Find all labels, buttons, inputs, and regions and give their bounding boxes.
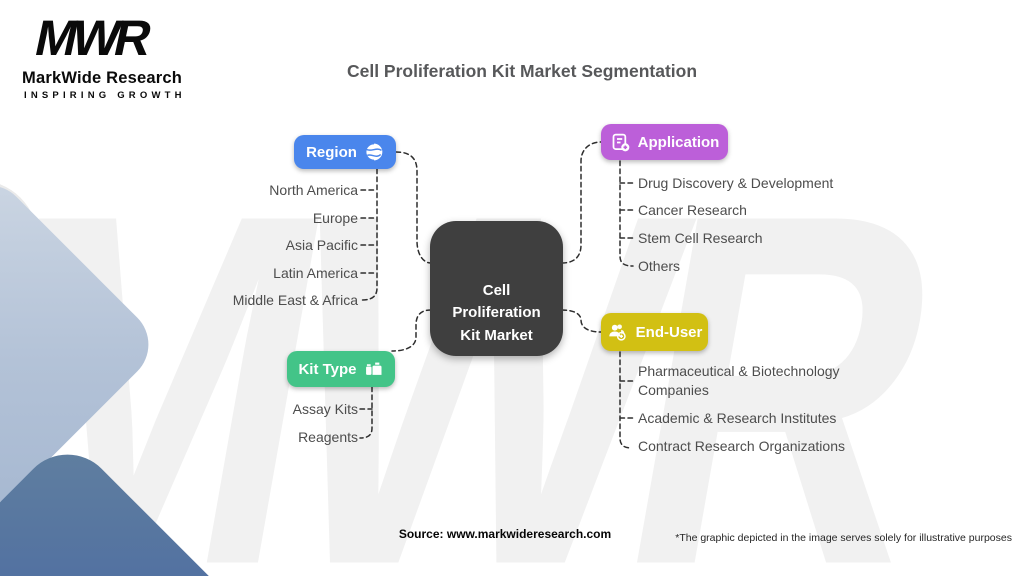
application-node: Application <box>601 124 728 160</box>
logo-mark: MWR <box>30 10 153 66</box>
markwide-logo: MWR MarkWide Research INSPIRING GROWTH <box>22 10 186 101</box>
source-text: Source: www.markwideresearch.com <box>398 527 612 541</box>
kit-type-item: Assay Kits <box>292 401 358 417</box>
application-item: Cancer Research <box>638 202 747 218</box>
end-user-item: Pharmaceutical & Biotechnology Companies <box>638 363 840 398</box>
region-item: Latin America <box>273 265 358 281</box>
central-node: Cell Proliferation Kit Market <box>430 221 563 356</box>
kit-type-node: Kit Type <box>287 351 395 387</box>
document-plus-icon <box>610 132 631 153</box>
kit-type-node-label: Kit Type <box>298 360 357 378</box>
page-title: Cell Proliferation Kit Market Segmentati… <box>346 61 698 81</box>
kit-type-item: Reagents <box>298 429 358 445</box>
logo-company-name: MarkWide Research <box>22 68 183 87</box>
end-user-item: Academic & Research Institutes <box>638 410 837 426</box>
end-user-item: Contract Research Organizations <box>638 438 845 454</box>
reagent-bottles-icon <box>364 359 384 379</box>
application-node-label: Application <box>637 133 720 151</box>
application-item: Stem Cell Research <box>638 230 763 246</box>
end-user-node-label: End-User <box>635 323 703 341</box>
users-plus-icon <box>607 321 629 343</box>
region-item: Europe <box>312 210 358 226</box>
disclaimer-text: *The graphic depicted in the image serve… <box>675 532 1012 544</box>
region-node: Region <box>294 135 396 169</box>
end-user-node: End-User <box>601 313 708 351</box>
region-item: Asia Pacific <box>285 237 358 253</box>
application-item: Others <box>638 258 681 274</box>
globe-icon <box>364 142 384 162</box>
central-node-label: Cell Proliferation Kit Market <box>452 281 541 344</box>
region-item: Middle East & Africa <box>232 292 358 308</box>
application-item: Drug Discovery & Development <box>638 175 834 191</box>
logo-tagline: INSPIRING GROWTH <box>24 89 186 101</box>
region-node-label: Region <box>306 143 357 161</box>
region-item: North America <box>269 182 358 198</box>
